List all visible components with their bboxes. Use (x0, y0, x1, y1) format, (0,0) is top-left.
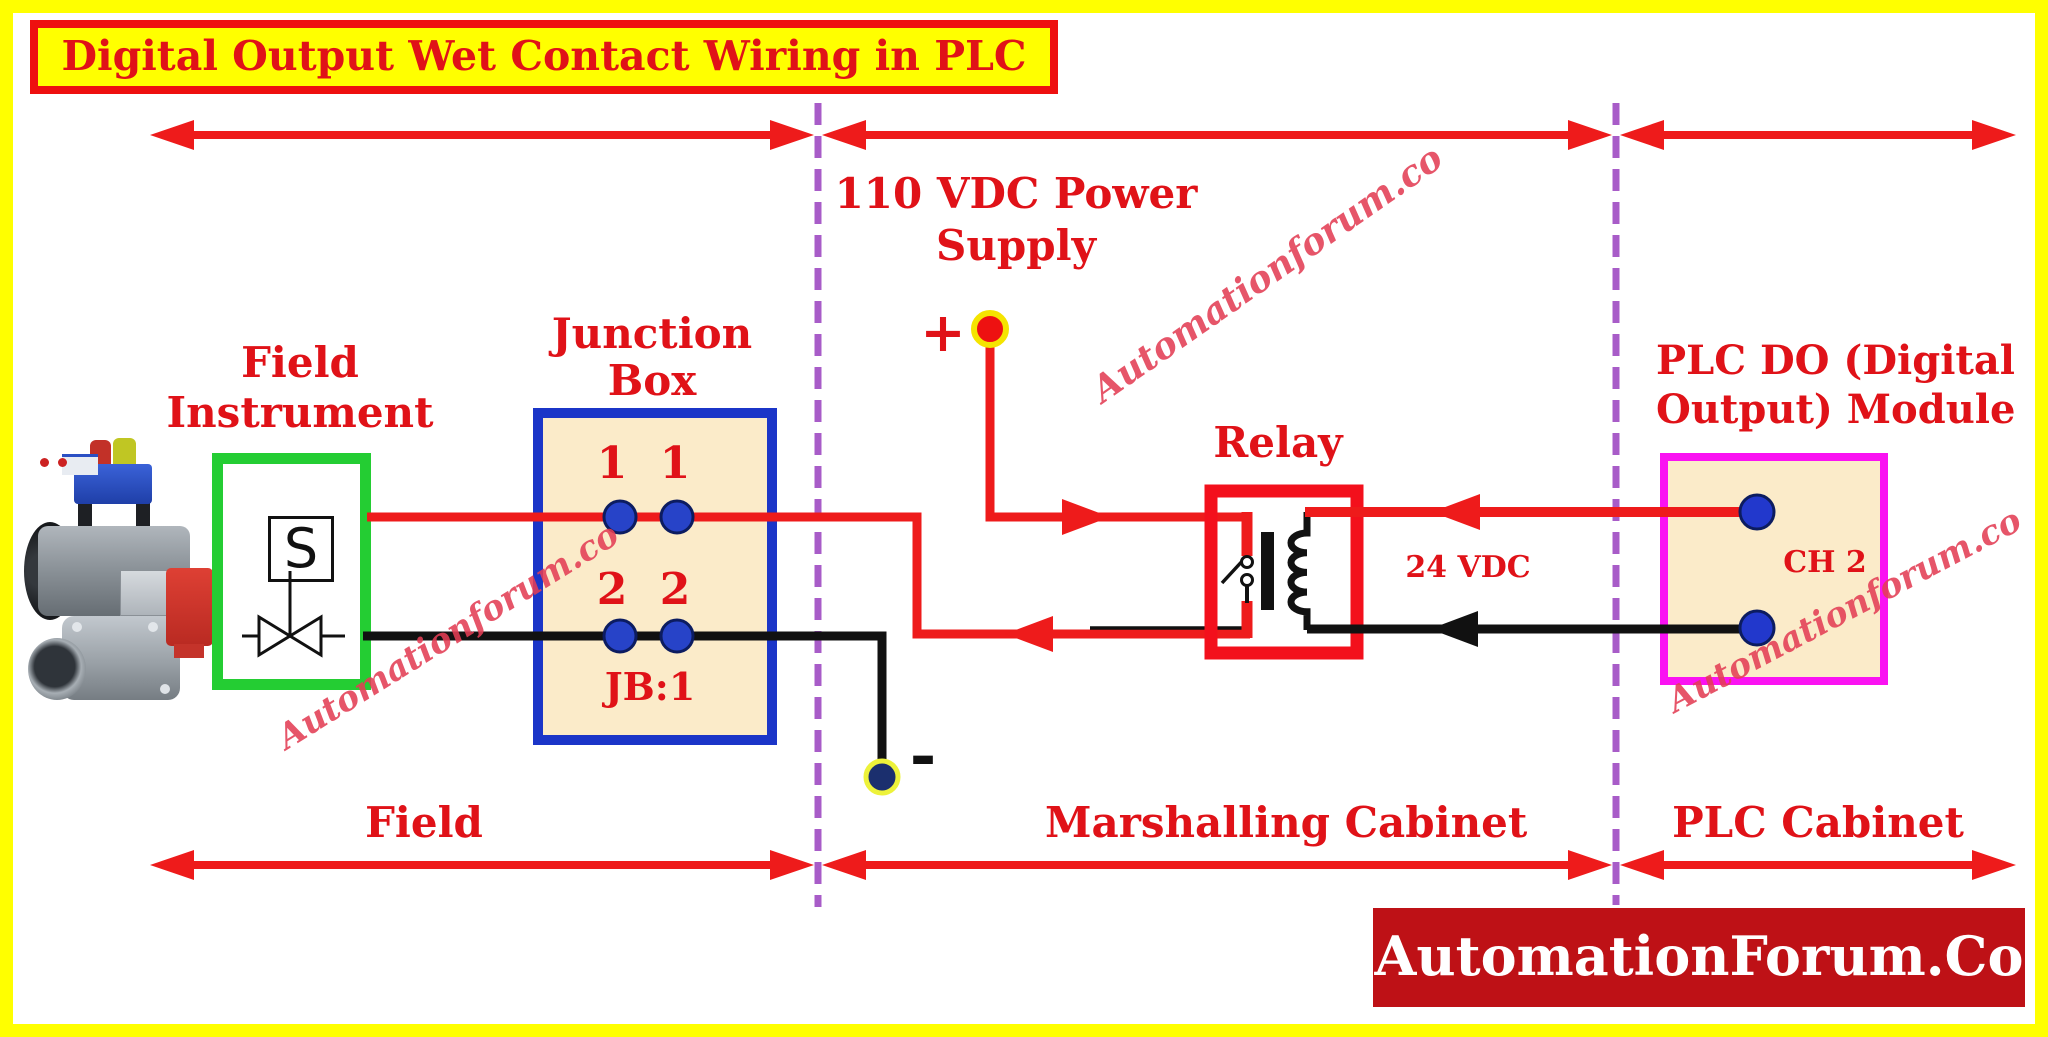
plc-section-label: PLC Cabinet (1672, 798, 1964, 847)
page-title: Digital Output Wet Contact Wiring in PLC (61, 32, 1027, 80)
terminal-number-2a: 2 (596, 564, 628, 615)
switch-bracket-right (136, 502, 150, 532)
top-span-arrows (150, 120, 2016, 150)
terminal-number-2b: 2 (659, 564, 691, 615)
bottom-span-arrows (150, 850, 2016, 880)
actuated-valve-photo (24, 438, 223, 702)
switch-bracket-left (78, 502, 92, 532)
flow-arrow-left (1432, 494, 1480, 530)
relay-core-bar (1261, 532, 1274, 610)
valve-bolt (72, 622, 82, 632)
marshalling-section-label: Marshalling Cabinet (1045, 798, 1528, 847)
automationforum-logo: AutomationForum.Co (1373, 908, 2025, 1007)
valve-bolt (160, 684, 170, 694)
plc-module-label: PLC DO (Digital Output) Module (1656, 337, 2016, 433)
manifold-port-dot (58, 458, 67, 467)
limit-switch-label-plate (62, 454, 98, 475)
negative-supply-terminal (863, 758, 901, 796)
flow-arrow-left (1005, 616, 1053, 652)
terminal-number-1b: 1 (659, 438, 691, 489)
solenoid-base (174, 644, 204, 658)
relay-coil-symbol (1287, 512, 1311, 630)
relay-box (1204, 484, 1364, 660)
relay-label: Relay (1213, 418, 1343, 467)
solenoid-letter: S (283, 517, 319, 580)
relay-contact-symbol (1220, 512, 1254, 638)
terminal-number-1a: 1 (596, 438, 628, 489)
field-section-label: Field (365, 798, 483, 847)
negative-sign: - (909, 718, 937, 793)
flow-arrow-left (1430, 611, 1478, 647)
diagram-title-box: Digital Output Wet Contact Wiring in PLC (30, 20, 1058, 94)
positive-sign: + (920, 300, 966, 364)
valve-port-opening (28, 638, 86, 700)
flow-arrow-right (1062, 499, 1110, 535)
logo-text: AutomationForum.Co (1374, 924, 2024, 988)
manifold-port-dot (40, 458, 49, 467)
indicator-cap-yellow (113, 438, 136, 471)
junction-box-label: Junction Box (551, 309, 753, 405)
solenoid-symbol-box: S (268, 516, 334, 582)
junction-box-tag: JB:1 (604, 664, 696, 709)
field-instrument-box: S (212, 453, 371, 690)
power-supply-label: 110 VDC Power Supply (834, 169, 1198, 270)
positive-supply-terminal (971, 310, 1009, 348)
plc-channel-label: CH 2 (1783, 545, 1867, 580)
valve-bolt (148, 622, 158, 632)
relay-voltage-label: 24 VDC (1405, 550, 1531, 585)
field-instrument-label: Field Instrument (166, 338, 434, 437)
solenoid-valve-red (166, 568, 213, 646)
